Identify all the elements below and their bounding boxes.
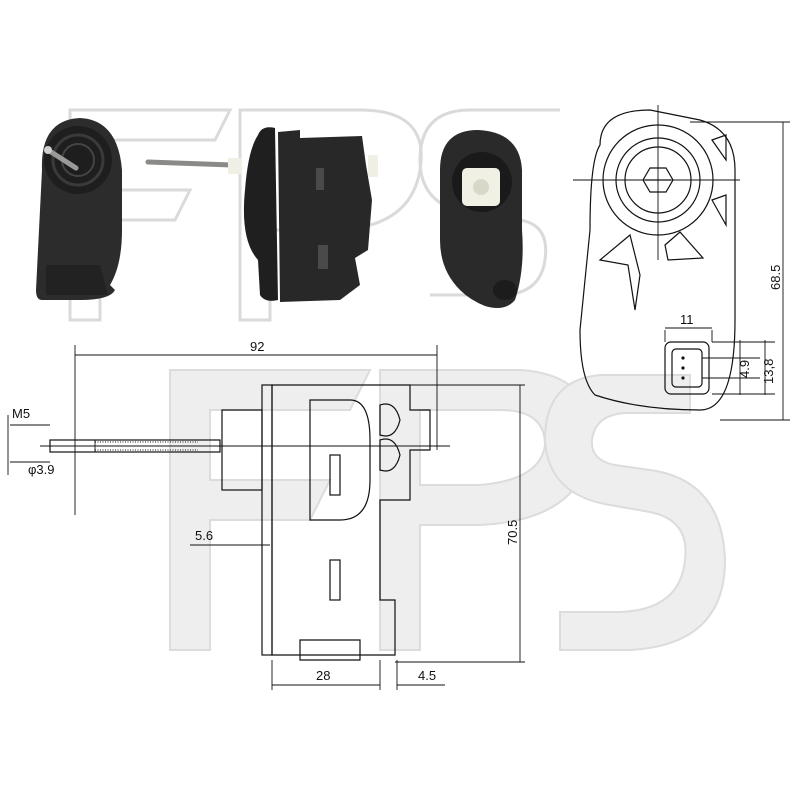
dim-front-height: 68.5 [768,265,783,290]
rear-photo [440,130,523,308]
dim-base-offset: 4.5 [418,668,436,683]
side-photo [145,127,378,302]
front-view-drawing: 11 4.9 13,8 68.5 [573,105,790,421]
front-photo [36,118,122,300]
dim-overall-length: 92 [250,339,264,354]
side-view-drawing: 92 M5 φ3.9 5.6 70.5 28 4.5 [7,339,525,690]
dim-thread: M5 [12,406,30,421]
dim-side-height: 70.5 [505,520,520,545]
dim-base-width: 28 [316,668,330,683]
dim-connector-width: 11 [680,312,694,327]
dim-pin-pitch: 4.9 [737,360,752,378]
dim-connector-height: 13,8 [761,359,776,384]
dim-flange-offset: 5.6 [195,528,213,543]
dim-shaft-diameter: φ3.9 [28,462,55,477]
